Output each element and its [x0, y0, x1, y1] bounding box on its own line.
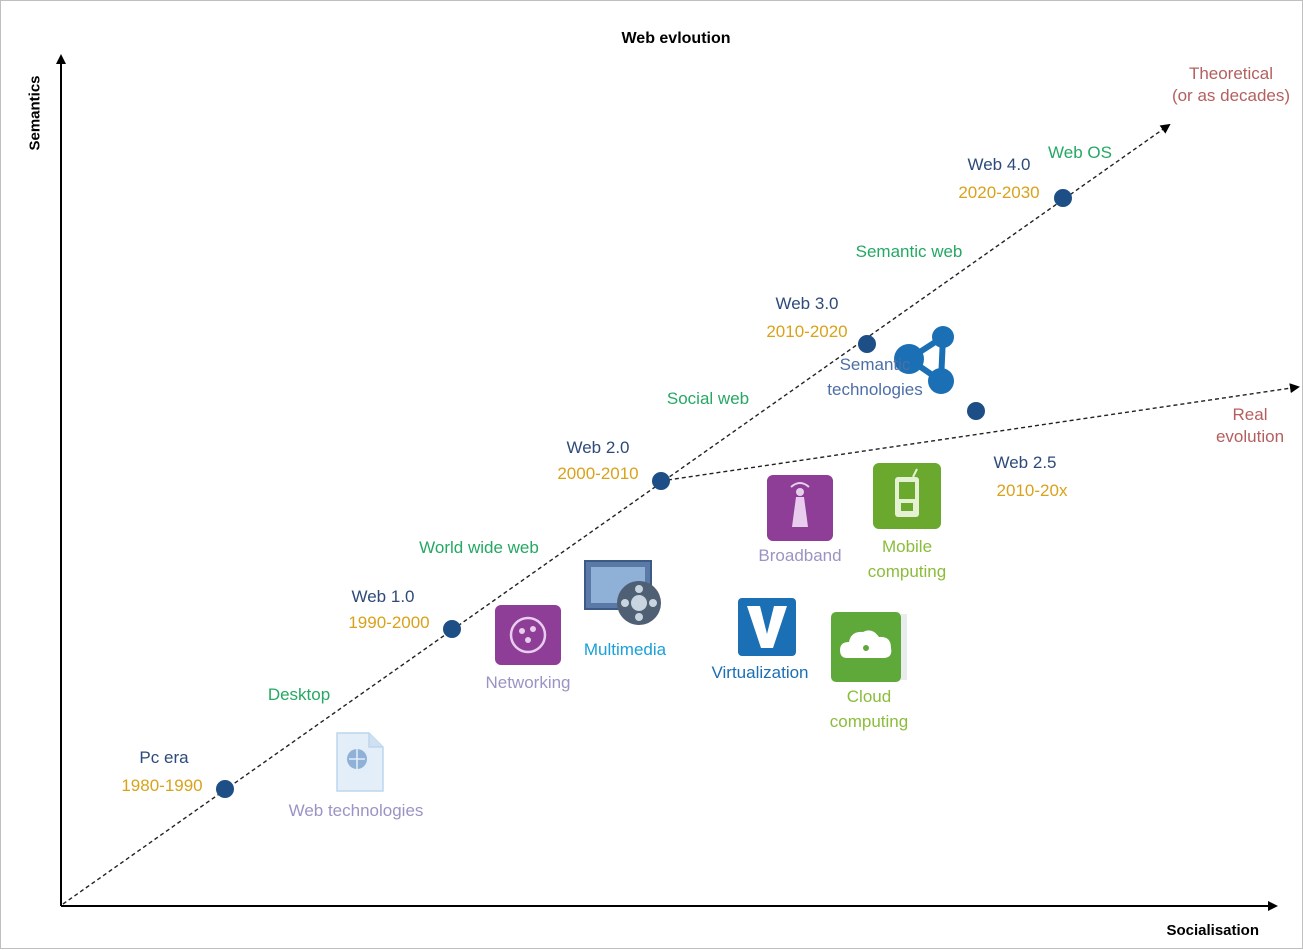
era-semantic-web: Semantic web	[855, 242, 963, 261]
tech-label-mobile-computing-line-2: computing	[867, 561, 947, 581]
stage-years-web-4: 2020-2030	[958, 183, 1040, 202]
semantic-technologies-icon	[894, 326, 954, 394]
web-technologies-icon	[336, 732, 384, 792]
era-web-os: Web OS	[1048, 143, 1112, 162]
stage-node-web-2-5	[967, 402, 985, 420]
virtualization-icon	[738, 598, 796, 656]
tech-label-mobile-computing-line-1: Mobile	[881, 537, 933, 556]
broadband-icon	[767, 475, 833, 541]
stage-node-web-1	[443, 620, 461, 638]
x-axis-label: Socialisation	[1166, 922, 1259, 939]
tech-label-cloud-computing: Cloud computing	[830, 685, 908, 734]
tech-label-mobile-computing: Mobile computing	[868, 535, 946, 584]
stage-node-web-3	[858, 335, 876, 353]
theoretical-label: Theoretical (or as decades)	[1172, 63, 1290, 107]
tech-label-virtualization: Virtualization	[711, 663, 809, 682]
real-evolution-label-line-1: Real	[1232, 405, 1268, 424]
theoretical-path	[62, 123, 1171, 905]
multimedia-icon	[584, 560, 661, 625]
stage-years-web-2-5: 2010-20x	[996, 481, 1068, 500]
theoretical-label-line-2: (or as decades)	[1171, 86, 1291, 106]
stage-years-web-2: 2000-2010	[557, 464, 639, 483]
stage-name-web-4: Web 4.0	[967, 155, 1031, 174]
stage-node-pc-era	[216, 780, 234, 798]
tech-label-broadband: Broadband	[758, 546, 842, 565]
stage-name-pc-era: Pc era	[139, 748, 189, 767]
stage-years-web-1: 1990-2000	[348, 613, 430, 632]
stage-years-pc-era: 1980-1990	[121, 776, 203, 795]
tech-label-cloud-computing-line-2: computing	[829, 711, 909, 731]
era-world-wide-web: World wide web	[419, 538, 539, 557]
tech-label-semantic-technologies: Semantic technologies	[827, 353, 922, 402]
tech-label-semantic-technologies-line-2: technologies	[827, 379, 923, 399]
theoretical-label-line-1: Theoretical	[1188, 64, 1274, 83]
diagram-title: Web evloution	[621, 30, 731, 47]
stage-node-web-2	[652, 472, 670, 490]
real-evolution-path	[660, 383, 1300, 482]
stage-name-web-2: Web 2.0	[566, 438, 630, 457]
tech-label-semantic-technologies-line-1: Semantic	[839, 355, 911, 374]
real-evolution-label-line-2: evolution	[1215, 427, 1285, 447]
stage-name-web-1: Web 1.0	[351, 587, 415, 606]
cloud-computing-icon	[831, 612, 907, 682]
stage-name-web-2-5: Web 2.5	[993, 453, 1057, 472]
tech-label-multimedia: Multimedia	[583, 640, 667, 659]
y-axis-label: Semantics	[26, 75, 44, 151]
era-desktop: Desktop	[267, 685, 331, 704]
stage-name-web-3: Web 3.0	[775, 294, 839, 313]
tech-label-cloud-computing-line-1: Cloud	[846, 687, 892, 706]
stage-years-web-3: 2010-2020	[766, 322, 848, 341]
mobile-computing-icon	[873, 463, 941, 529]
networking-icon	[495, 605, 561, 665]
tech-label-web-technologies: Web technologies	[288, 801, 424, 820]
real-evolution-label: Real evolution	[1216, 404, 1284, 448]
era-social-web: Social web	[666, 389, 750, 408]
tech-label-networking: Networking	[485, 673, 571, 692]
stage-node-web-4	[1054, 189, 1072, 207]
